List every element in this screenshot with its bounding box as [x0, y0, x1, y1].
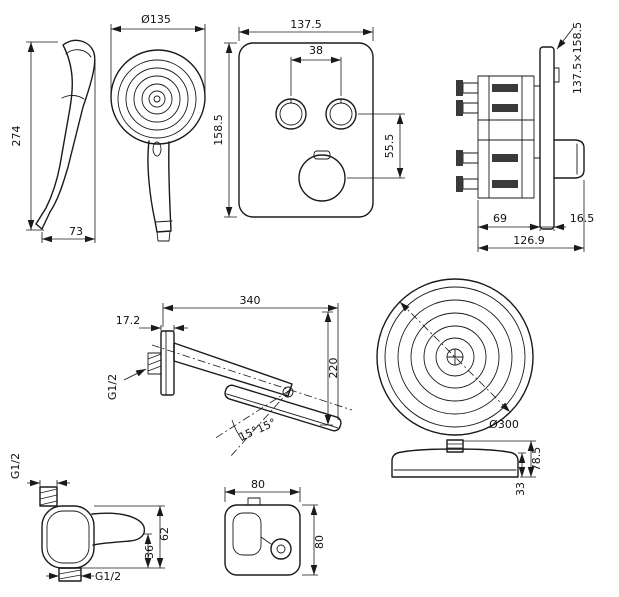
dim-36: 36 [143, 545, 156, 559]
hand-shower-head-outline [110, 49, 206, 145]
dim-17-2: 17.2 [116, 314, 141, 327]
button-profile [553, 67, 560, 83]
dim-137-5: 137.5 [290, 18, 322, 31]
valve-button-left [275, 98, 307, 130]
ext-lines-340 [162, 303, 339, 420]
shower-arm [173, 342, 293, 397]
overhead-side-outline [391, 448, 519, 478]
shower-arm-view: G1/2 15° 15° 340 17.2 220 [106, 294, 353, 458]
dim-line-d300 [399, 301, 511, 413]
leader-g12-arm [123, 368, 147, 381]
dim-158-5: 158.5 [212, 114, 225, 146]
dim-62: 62 [158, 527, 171, 541]
dim-73: 73 [69, 225, 83, 238]
overhead-shower-top-view: Ø300 [376, 278, 534, 436]
ext-lines-55-5 [347, 113, 405, 179]
label-g12-outlet-bottom: G1/2 [95, 570, 121, 583]
dim-d300: Ø300 [489, 418, 519, 431]
dim-78-5: 78.5 [530, 447, 543, 472]
ext-lines-78-5 [463, 440, 536, 478]
arm-axis-centerline [151, 344, 353, 411]
holder-view: 80 80 [224, 478, 326, 576]
dim-340: 340 [240, 294, 261, 307]
ball-joint [282, 386, 294, 398]
dim-80-w: 80 [251, 478, 265, 491]
valve-body [477, 75, 535, 199]
valve-front-view: 137.5 38 158.5 55.5 [212, 18, 405, 218]
hand-shower-side-detail [61, 49, 92, 100]
overhead-shower-side-view: 78.5 33 [391, 439, 543, 496]
hand-shower-front-view: Ø135 [110, 13, 206, 242]
holder-body [224, 504, 301, 576]
tilt-arc [231, 419, 244, 442]
valve-plate [238, 42, 374, 218]
dim-220: 220 [327, 358, 340, 379]
wall-outlet-view: G1/2 G1/2 62 36 [9, 453, 171, 583]
spray-mode-switch [152, 141, 162, 157]
dim-38: 38 [309, 44, 323, 57]
outlet-bottom-thread [58, 567, 82, 582]
handle-connector [154, 220, 173, 242]
valve-side-view: 137.5×158.5 69 16.5 126.9 [456, 22, 594, 252]
outlet-spout [91, 512, 146, 546]
ext-lines-73 [41, 60, 96, 243]
dim-126-9: 126.9 [513, 234, 545, 247]
hand-shower-handle [147, 140, 172, 233]
valve-trim-plate-side [539, 46, 555, 230]
dim-15b: 15° [255, 416, 278, 436]
hand-shower-spray-rings [117, 59, 197, 139]
valve-button-right [325, 98, 357, 130]
outlet-top-thread [39, 486, 58, 507]
button-ticks [290, 98, 342, 104]
valve-knob-side [553, 139, 585, 179]
overhead-head-side-tilted [224, 384, 342, 432]
label-g12-outlet-top: G1/2 [9, 453, 22, 479]
valve-knob [298, 154, 346, 202]
arm-wall-plate [160, 330, 175, 396]
label-g12-arm: G1/2 [106, 374, 119, 400]
dim-69: 69 [493, 212, 507, 225]
holder-pivot [270, 538, 292, 560]
dim-16-5: 16.5 [570, 212, 595, 225]
dim-d135: Ø135 [141, 13, 171, 26]
ext-lines-38 [290, 57, 342, 96]
valve-body-components [492, 84, 518, 188]
overhead-connector [446, 439, 464, 453]
overhead-outline [376, 278, 534, 436]
holder-top-stub [247, 497, 261, 506]
hand-shower-side-view: 274 73 [10, 39, 96, 243]
tilt-ray-2 [229, 389, 291, 458]
hand-shower-side-outline [35, 39, 96, 230]
ext-lines-d135 [110, 24, 206, 92]
leader-plate-size [556, 27, 574, 50]
dim-33: 33 [514, 482, 527, 496]
tilt-ray-1 [213, 389, 291, 440]
dim-55-5: 55.5 [383, 134, 396, 159]
arm-wall-thread [147, 352, 162, 375]
dim-80-h: 80 [313, 535, 326, 549]
dim-274: 274 [10, 126, 23, 147]
ext-lines-158-5 [224, 42, 237, 218]
valve-knob-tab [313, 150, 331, 160]
valve-pipe-stubs [456, 80, 479, 192]
dim-plate-size: 137.5×158.5 [571, 22, 584, 94]
holder-clamp [232, 512, 262, 556]
outlet-flange [41, 505, 95, 569]
